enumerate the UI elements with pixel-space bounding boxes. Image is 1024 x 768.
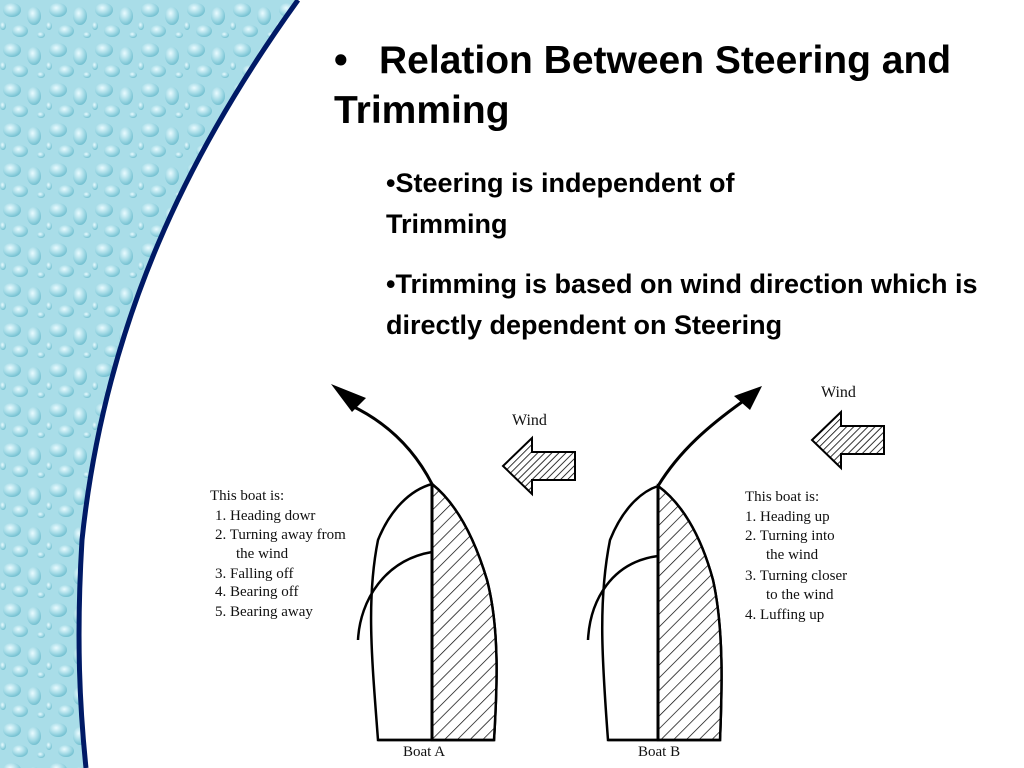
boat-b-boom-curve: [586, 554, 659, 641]
boat-b-label: Boat B: [638, 744, 680, 760]
water-drop-area: [0, 0, 298, 768]
boat-a: Boat A Wind This boat is: 1. Heading dow…: [210, 384, 576, 760]
heading-bullet: •: [334, 39, 348, 82]
caption-line: the wind: [766, 547, 819, 563]
boat-b-wind-label: Wind: [821, 384, 856, 401]
caption-line: 5. Bearing away: [215, 604, 313, 620]
boat-b-arrowhead: [734, 386, 762, 410]
boat-a-wind-arrow: [501, 435, 576, 497]
point-bullet: •: [386, 168, 396, 198]
boat-a-sail: [430, 481, 498, 742]
point-text: Trimming is based on wind direction whic…: [386, 269, 978, 340]
caption-line: 3. Falling off: [215, 566, 293, 582]
caption-line: to the wind: [766, 587, 834, 603]
heading-text: Relation Between Steering and Trimming: [334, 39, 952, 132]
point-trimming: •Trimming is based on wind direction whi…: [386, 264, 996, 346]
slide-heading: •Relation Between Steering and Trimming: [334, 36, 1014, 136]
boat-a-wind-label: Wind: [512, 412, 547, 429]
caption-line: 3. Turning closer: [745, 568, 847, 584]
boat-b-sail: [656, 483, 723, 742]
caption-line: 1. Heading dowr: [215, 508, 315, 524]
boat-a-caption: This boat is: 1. Heading dowr 2. Turning…: [210, 488, 346, 620]
boat-b-wind-arrow: [810, 409, 885, 471]
point-steering: •Steering is independent of Trimming: [386, 163, 856, 245]
point-bullet: •: [386, 269, 396, 299]
boat-b-caption: This boat is: 1. Heading up 2. Turning i…: [745, 489, 847, 623]
caption-line: 4. Luffing up: [745, 607, 824, 623]
boat-a-boom-curve: [356, 550, 433, 641]
caption-line: 2. Turning away from: [215, 527, 346, 543]
caption-line: the wind: [236, 546, 289, 562]
caption-line: 2. Turning into: [745, 528, 835, 544]
caption-title: This boat is:: [745, 489, 819, 505]
boat-a-label: Boat A: [403, 744, 445, 760]
caption-line: 1. Heading up: [745, 509, 830, 525]
point-text: Steering is independent of Trimming: [386, 168, 735, 239]
caption-title: This boat is:: [210, 488, 284, 504]
boat-b-course-arrow: [656, 400, 743, 487]
navy-curve: [76, 0, 301, 768]
boat-a-course-arrow: [349, 403, 434, 485]
caption-line: 4. Bearing off: [215, 584, 298, 600]
boat-b: Boat B Wind This boat is: 1. Heading up …: [586, 384, 885, 760]
boat-a-arrowhead: [331, 384, 366, 412]
